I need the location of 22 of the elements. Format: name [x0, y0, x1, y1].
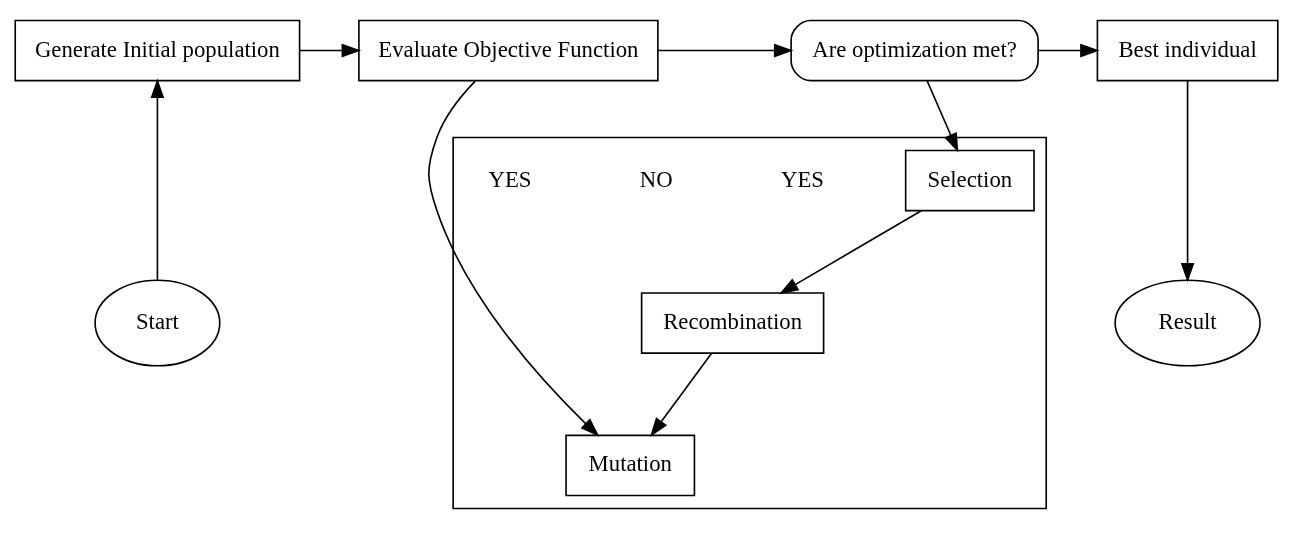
arrow	[926, 79, 959, 153]
node-box: Mutation	[565, 434, 696, 496]
node-box: Evaluate Objective Function	[358, 19, 659, 81]
arrow	[428, 79, 600, 437]
label: YES	[781, 166, 824, 192]
node-ellipse: Result	[1114, 278, 1261, 367]
arrow	[1180, 79, 1195, 283]
node-box: Generate Initial population	[14, 19, 301, 81]
cluster	[452, 136, 1048, 509]
arrow	[779, 209, 923, 294]
arrow	[299, 43, 362, 57]
arrow	[650, 352, 713, 437]
node-ellipse: Start	[94, 278, 221, 367]
label: YES	[488, 166, 532, 192]
arrow	[150, 78, 165, 281]
node-box: Recombination	[640, 291, 825, 354]
node-box: Selection	[904, 149, 1035, 211]
node-box: Are optimization met?	[790, 19, 1039, 81]
node-box: Best individual	[1096, 19, 1279, 81]
label: NO	[639, 166, 673, 192]
arrow	[657, 43, 794, 57]
arrow	[1037, 43, 1100, 57]
